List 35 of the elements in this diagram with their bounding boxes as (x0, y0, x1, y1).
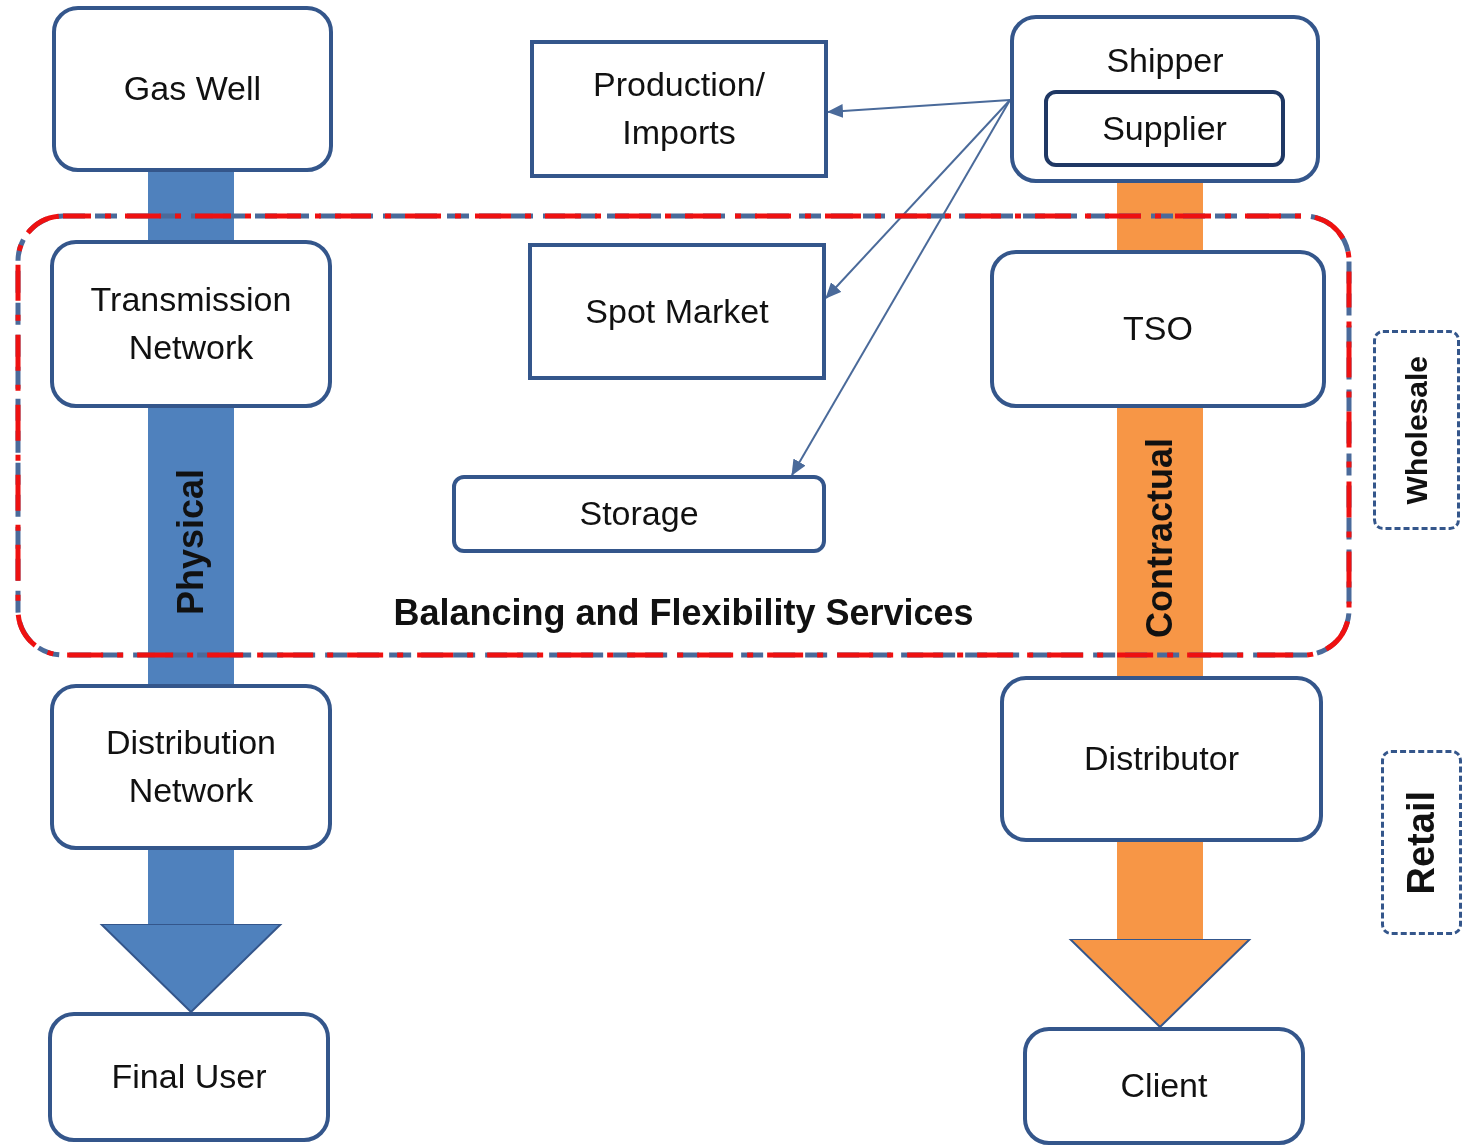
box-label: Final User (110, 1056, 268, 1098)
region-title: Balancing and Flexibility Services (393, 590, 974, 635)
box-label: Storage (579, 493, 699, 535)
box-label: Distributor (1083, 738, 1240, 780)
edge-label: Contractual (1139, 438, 1181, 638)
rounded-box (1023, 1027, 1305, 1145)
box-label: Transmission Network (89, 279, 293, 368)
dashed-box (1373, 330, 1460, 530)
rounded-box (52, 6, 333, 172)
box-label: Gas Well (122, 68, 263, 110)
dashed-box (1381, 750, 1462, 935)
box-label: Distribution Network (104, 722, 278, 811)
flow-arrow (1069, 842, 1251, 1028)
side-label: Retail (1398, 790, 1443, 895)
process-box (528, 243, 826, 380)
rounded-box (1010, 15, 1320, 183)
rounded-box (1044, 90, 1285, 167)
rounded-box (50, 684, 332, 850)
arrow (827, 99, 1011, 118)
process-box (530, 40, 828, 178)
rounded-box (1000, 676, 1323, 842)
edge-label: Physical (170, 468, 212, 616)
box-label: TSO (1122, 308, 1194, 350)
rounded-box (452, 475, 826, 553)
box-label: Spot Market (584, 290, 770, 332)
box-label: Client (1119, 1065, 1209, 1107)
box-label: Production/ Imports (592, 64, 766, 153)
rounded-box (48, 1012, 330, 1142)
box-label: Shipper (1106, 40, 1224, 81)
side-label: Wholesale (1398, 355, 1434, 505)
arrow (825, 99, 1011, 299)
dashed-boundary (15, 213, 1352, 658)
box-label: Supplier (1102, 107, 1227, 149)
arrow (791, 99, 1011, 476)
flow-arrow (100, 850, 282, 1013)
